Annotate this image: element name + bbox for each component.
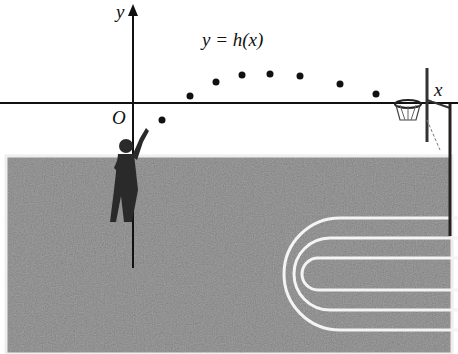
court-floor	[6, 156, 452, 354]
y-axis	[132, 12, 134, 268]
trajectory-dots	[159, 71, 380, 124]
player-figure	[110, 128, 149, 222]
court-border	[6, 156, 452, 354]
axis-arrowhead	[128, 4, 138, 16]
axis-label: x	[432, 80, 444, 101]
axis-label: y	[114, 2, 126, 23]
basketball-hoop	[395, 68, 450, 236]
origin-label: O	[110, 108, 128, 129]
x-axis	[0, 102, 458, 104]
function-label: y = h(x)	[200, 30, 265, 51]
court-lines	[284, 218, 458, 330]
